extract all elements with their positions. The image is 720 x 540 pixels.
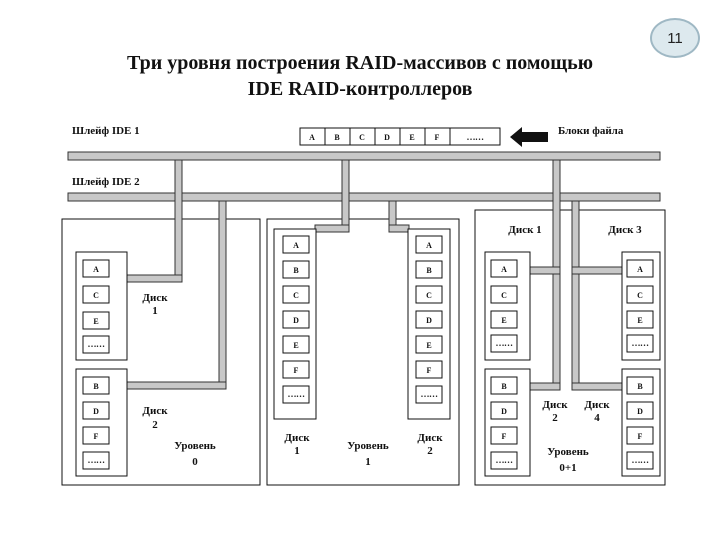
level01-disk4: B D F …… bbox=[621, 368, 661, 477]
level1-disk1-label: Диск bbox=[284, 432, 310, 444]
disk-cell: D bbox=[293, 316, 299, 325]
file-block: F bbox=[435, 133, 440, 142]
disk-cell: C bbox=[637, 291, 643, 300]
disk-cell: E bbox=[426, 341, 431, 350]
disk-cell: B bbox=[637, 382, 643, 391]
title-line-2: IDE RAID-контроллеров bbox=[247, 78, 473, 100]
disk-cell: E bbox=[501, 316, 506, 325]
level0-disk2: B D F …… bbox=[75, 368, 128, 477]
level01-number: 0+1 bbox=[559, 462, 576, 474]
disk-cell: D bbox=[93, 407, 99, 416]
level0-label: Уровень bbox=[174, 440, 216, 452]
slide-number-badge: 11 bbox=[650, 18, 700, 58]
level01-disk4-label: Диск bbox=[584, 399, 610, 411]
disk-cell: E bbox=[93, 317, 98, 326]
level0-number: 0 bbox=[192, 456, 198, 468]
title-line-1: Три уровня построения RAID-массивов с по… bbox=[127, 52, 593, 74]
file-block-dots: …… bbox=[467, 132, 485, 142]
level0-disk2-label: Диск bbox=[142, 405, 168, 417]
disk-cell: D bbox=[501, 407, 507, 416]
disk-cell-dots: …… bbox=[288, 389, 306, 399]
file-blocks-label: Блоки файла bbox=[558, 125, 624, 137]
disk-cell: F bbox=[638, 432, 643, 441]
disk-cell: D bbox=[637, 407, 643, 416]
level1-label: Уровень bbox=[347, 440, 389, 452]
disk-cell: F bbox=[502, 432, 507, 441]
bus1-label: Шлейф IDE 1 bbox=[72, 125, 140, 137]
disk-cell-dots: …… bbox=[632, 455, 650, 465]
level01-label: Уровень bbox=[547, 446, 589, 458]
level0-disk1-label: Диск bbox=[142, 292, 168, 304]
bus-ide1 bbox=[67, 151, 661, 161]
disk-cell: C bbox=[93, 291, 99, 300]
disk-cell-dots: …… bbox=[496, 338, 514, 348]
level1-disk2: A B C D E F …… bbox=[407, 228, 451, 420]
disk-cell: A bbox=[93, 265, 99, 274]
level1-disk1: A B C D E F …… bbox=[273, 228, 317, 420]
level01-disk2: B D F …… bbox=[484, 368, 531, 477]
file-blocks: A B C D E F …… bbox=[299, 127, 501, 146]
disk-cell: C bbox=[426, 291, 432, 300]
file-block: A bbox=[309, 133, 315, 142]
file-block: D bbox=[384, 133, 390, 142]
level01-disk2-number: 2 bbox=[552, 412, 558, 424]
arrow-left-icon bbox=[510, 127, 548, 147]
disk-cell-dots: …… bbox=[88, 455, 106, 465]
disk-cell: A bbox=[501, 265, 507, 274]
disk-cell: A bbox=[426, 241, 432, 250]
disk-cell: E bbox=[293, 341, 298, 350]
file-block: C bbox=[359, 133, 365, 142]
level1-number: 1 bbox=[365, 456, 371, 468]
level1-disk2-number: 2 bbox=[427, 445, 433, 457]
bus2-label: Шлейф IDE 2 bbox=[72, 176, 140, 188]
disk-cell: E bbox=[637, 316, 642, 325]
disk-cell: A bbox=[637, 265, 643, 274]
disk-cell: B bbox=[93, 382, 99, 391]
level01-disk3-label: Диск 3 bbox=[608, 224, 642, 236]
disk-cell-dots: …… bbox=[496, 455, 514, 465]
disk-cell: A bbox=[293, 241, 299, 250]
disk-cell-dots: …… bbox=[88, 339, 106, 349]
disk-cell: B bbox=[426, 266, 432, 275]
level1-disk1-number: 1 bbox=[294, 445, 300, 457]
disk-cell-dots: …… bbox=[421, 389, 439, 399]
disk-cell-dots: …… bbox=[632, 338, 650, 348]
disk-cell: C bbox=[293, 291, 299, 300]
level0-disk1-number: 1 bbox=[152, 305, 158, 317]
level0-disk2-number: 2 bbox=[152, 419, 158, 431]
level01-disk3: A C E …… bbox=[621, 251, 661, 361]
disk-cell: F bbox=[294, 366, 299, 375]
level01-disk1-label: Диск 1 bbox=[508, 224, 541, 236]
level1-disk2-label: Диск bbox=[417, 432, 443, 444]
disk-cell: B bbox=[501, 382, 507, 391]
disk-cell: F bbox=[427, 366, 432, 375]
file-block: B bbox=[334, 133, 340, 142]
level01-disk4-number: 4 bbox=[594, 412, 600, 424]
file-block: E bbox=[409, 133, 414, 142]
bus-ide2 bbox=[67, 192, 661, 202]
level0-disk1: A C E …… bbox=[75, 251, 128, 361]
disk-cell: B bbox=[293, 266, 299, 275]
level01-disk1: A C E …… bbox=[484, 251, 531, 361]
disk-cell: D bbox=[426, 316, 432, 325]
disk-cell: F bbox=[94, 432, 99, 441]
level01-disk2-label: Диск bbox=[542, 399, 568, 411]
disk-cell: C bbox=[501, 291, 507, 300]
